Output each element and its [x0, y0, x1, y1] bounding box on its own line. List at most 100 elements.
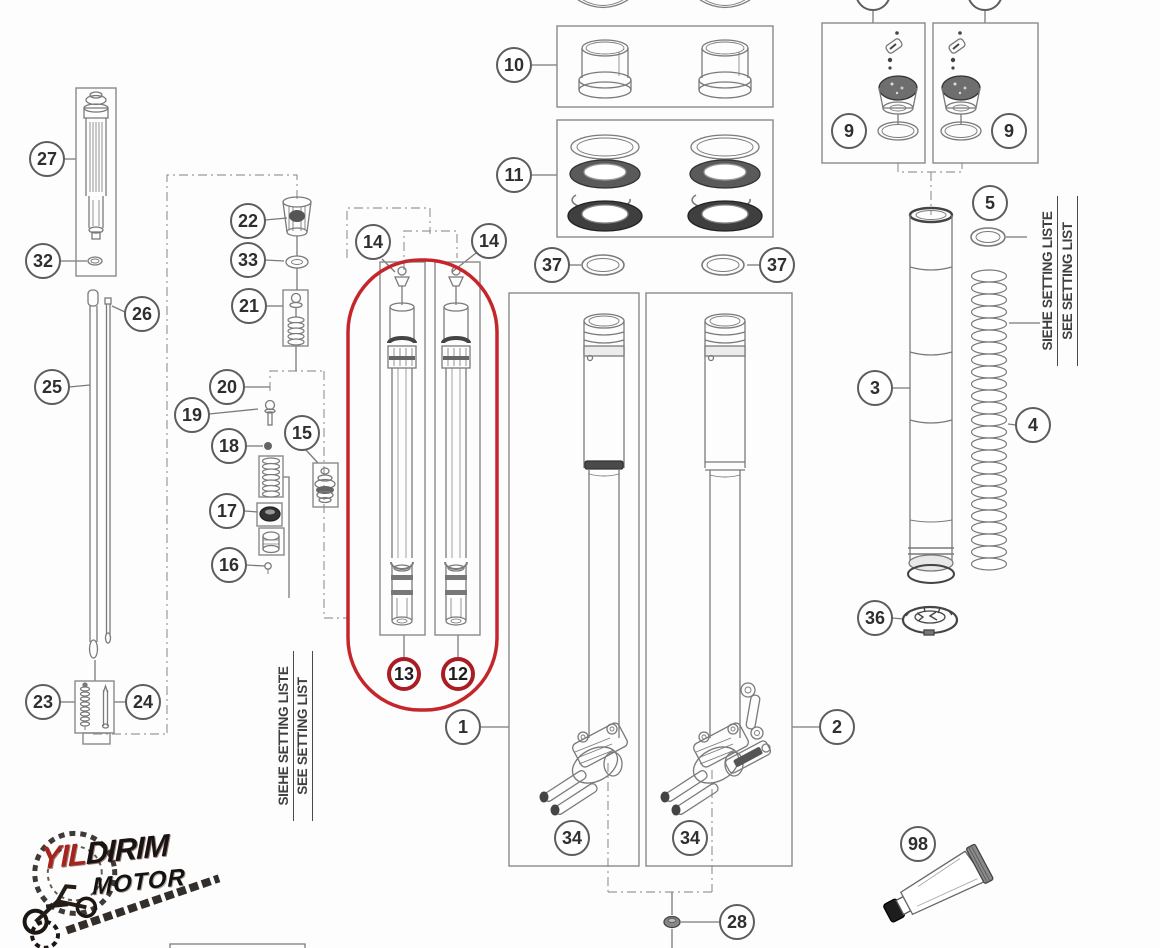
callout-21[interactable]: 21	[231, 288, 267, 324]
callout-10[interactable]: 10	[496, 47, 532, 83]
callout-22[interactable]: 22	[230, 203, 266, 239]
setting-note-right-line2: SEE SETTING LIST	[1058, 196, 1078, 366]
part-5-oring	[970, 227, 1006, 247]
part-18-ball	[264, 442, 272, 450]
part-17-piston	[259, 506, 281, 522]
part-19-screw	[264, 399, 276, 426]
callout-number: 24	[132, 692, 154, 712]
callout-15[interactable]: 15	[284, 415, 320, 451]
fork-leg-right	[660, 313, 772, 816]
callout-3[interactable]: 3	[857, 370, 893, 406]
callout-number: 21	[238, 296, 260, 316]
construction-lines	[93, 163, 963, 893]
callout-37[interactable]: 37	[534, 247, 570, 283]
callout-9[interactable]: 9	[831, 113, 867, 149]
setting-note-right-line1: SIEHE SETTING LISTE	[1038, 196, 1058, 366]
callout-number: 27	[36, 149, 58, 169]
leader-lines	[60, 11, 1040, 948]
callout-number: 11	[504, 165, 524, 185]
part-3-fork-tube	[907, 206, 955, 584]
callout-11[interactable]: 11	[496, 157, 532, 193]
cartridge-left-part-13	[387, 266, 417, 626]
callout-number: 10	[503, 55, 525, 75]
part-9-fork-cap-right	[940, 31, 982, 141]
callout-24[interactable]: 24	[125, 684, 161, 720]
callout-number: 14	[362, 232, 384, 252]
callout-19[interactable]: 19	[174, 397, 210, 433]
callout-number: 1	[457, 717, 468, 737]
part-15-valve	[314, 467, 336, 504]
part-4-spring	[970, 269, 1008, 571]
callout-number: 34	[679, 828, 701, 848]
callout-number: 3	[869, 378, 880, 398]
part-98-grease-tube	[883, 843, 994, 923]
callout-number: 26	[131, 304, 153, 324]
callout-18[interactable]: 18	[211, 428, 247, 464]
part-10-bushings	[578, 39, 752, 99]
chain-icon	[65, 874, 221, 935]
fork-leg-left	[539, 313, 628, 816]
part-11-seal-kit	[567, 134, 763, 232]
part-33-ring	[285, 255, 309, 290]
callout-number: 22	[237, 211, 259, 231]
brake-caliper-bracket	[724, 682, 772, 774]
callout-number: 28	[726, 912, 748, 932]
part-9-fork-cap-left	[877, 31, 919, 141]
callout-number: 9	[1003, 121, 1014, 141]
callout-32[interactable]: 32	[25, 243, 61, 279]
callout-number: 32	[32, 251, 54, 271]
callout-number: 14	[478, 231, 500, 251]
callout-26[interactable]: 26	[124, 296, 160, 332]
callout-12[interactable]: 12	[441, 657, 475, 691]
part-16-screw	[264, 562, 272, 574]
callout-number: 9	[843, 121, 854, 141]
callout-36[interactable]: 36	[857, 600, 893, 636]
callout-16[interactable]: 16	[211, 547, 247, 583]
callout-34[interactable]: 34	[554, 820, 590, 856]
callout-37[interactable]: 37	[759, 247, 795, 283]
callout-number: 37	[541, 255, 563, 275]
callout-5[interactable]: 5	[972, 185, 1008, 221]
callout-14[interactable]: 14	[355, 224, 391, 260]
partial-parts-top-edge	[577, 0, 751, 9]
callout-25[interactable]: 25	[34, 369, 70, 405]
part-23-24-assembly	[79, 682, 110, 730]
callout-number: 19	[181, 405, 203, 425]
callout-4[interactable]: 4	[1015, 407, 1051, 443]
callout-20[interactable]: 20	[209, 369, 245, 405]
callout-number: 33	[237, 250, 259, 270]
callout-2[interactable]: 2	[819, 709, 855, 745]
callout-number: 13	[393, 664, 415, 684]
callout-1[interactable]: 1	[445, 709, 481, 745]
callout-14[interactable]: 14	[471, 223, 507, 259]
callout-27[interactable]: 27	[29, 141, 65, 177]
callout-number: 4	[1027, 415, 1038, 435]
callout-13[interactable]: 13	[387, 657, 421, 691]
callout-number: 18	[218, 436, 240, 456]
callout-98[interactable]: 98	[900, 826, 936, 862]
yildirim-motor-logo: YILDIRIM MOTOR	[8, 809, 245, 948]
red-highlight-outline	[346, 258, 499, 712]
cartridge-right-part-12	[441, 266, 471, 626]
part-28-nut	[663, 915, 681, 929]
part-27-damper-rod	[83, 91, 109, 240]
callout-number: 2	[831, 717, 842, 737]
part-25-rod	[87, 289, 99, 659]
callout-17[interactable]: 17	[209, 493, 245, 529]
setting-note-left-line1: SIEHE SETTING LISTE	[274, 651, 294, 821]
callout-number: 16	[218, 555, 240, 575]
part-32-ring	[87, 256, 103, 266]
part-26-rod	[104, 297, 112, 644]
callout-34[interactable]: 34	[672, 820, 708, 856]
callout-number: 36	[864, 608, 886, 628]
callout-9[interactable]: 9	[991, 113, 1027, 149]
callout-23[interactable]: 23	[25, 684, 61, 720]
part-36-adjuster-ring	[901, 605, 959, 636]
callout-28[interactable]: 28	[719, 904, 755, 940]
callout-number: 37	[766, 255, 788, 275]
part-21-valve	[287, 292, 305, 346]
callout-33[interactable]: 33	[230, 242, 266, 278]
part-22-collet	[282, 196, 312, 256]
dirtbike-icon	[22, 884, 98, 935]
